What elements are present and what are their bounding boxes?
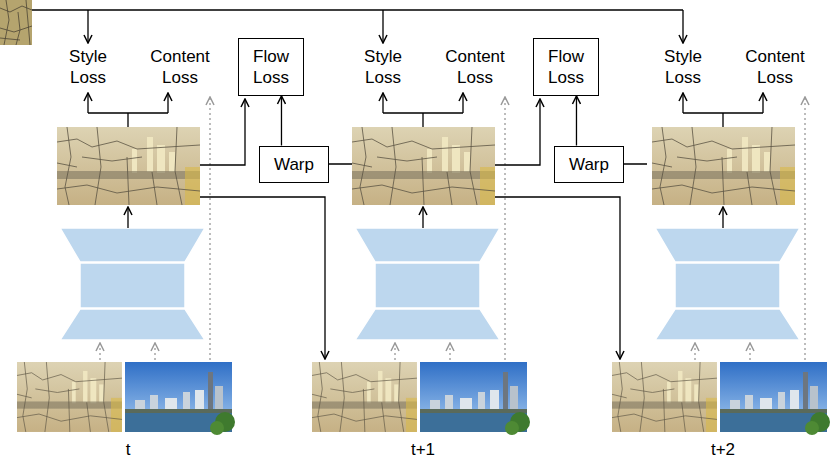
style-image: [0, 0, 32, 45]
frame-link: [200, 99, 352, 359]
time-step: [312, 10, 530, 435]
style-line: [32, 9, 683, 10]
box-text: Flow Loss: [548, 46, 584, 88]
time-step-label: t+2: [711, 439, 735, 460]
loss-label: Content Loss: [150, 46, 210, 88]
frame-link: [495, 99, 647, 359]
loss-label: Content Loss: [745, 46, 805, 88]
flow-loss-box: Flow Loss: [533, 38, 599, 96]
time-step-label: t+1: [411, 439, 435, 460]
arrow-connector: [281, 96, 282, 146]
time-step: [17, 10, 235, 435]
warp-box: Warp: [259, 146, 329, 183]
warp-box: Warp: [554, 146, 624, 183]
loss-label: Style Loss: [69, 46, 107, 88]
box-text: Warp: [569, 154, 609, 175]
flow-loss-box: Flow Loss: [238, 38, 304, 96]
loss-label: Content Loss: [445, 46, 505, 88]
time-step: [612, 10, 830, 435]
time-step-label: t: [126, 439, 131, 460]
loss-label: Style Loss: [664, 46, 702, 88]
box-text: Flow Loss: [253, 46, 289, 88]
box-text: Warp: [274, 154, 314, 175]
arrow-connector: [576, 96, 577, 146]
loss-label: Style Loss: [364, 46, 402, 88]
